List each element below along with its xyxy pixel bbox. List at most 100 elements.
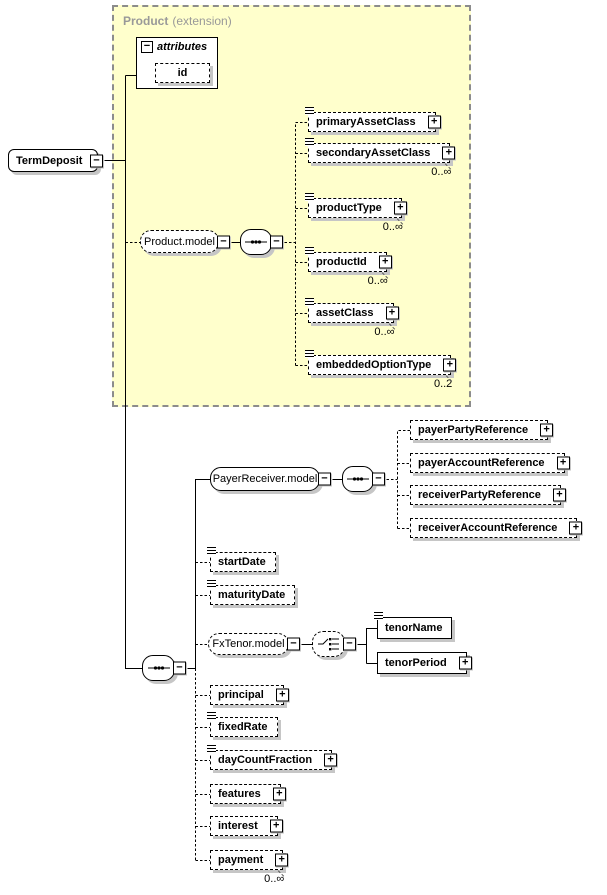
- model-group-label: PayerReceiver.model: [212, 473, 318, 485]
- element-maturitydate[interactable]: maturityDate: [207, 580, 296, 605]
- sequence-icon: [245, 240, 267, 244]
- element-label: tenorName: [385, 622, 443, 634]
- choice-compositor[interactable]: −: [312, 631, 356, 657]
- collapse-icon[interactable]: −: [173, 661, 186, 675]
- simple-content-icon: [207, 547, 216, 555]
- sequence-compositor[interactable]: −: [142, 655, 186, 681]
- element-payeraccountreference[interactable]: payerAccountReference +: [410, 453, 570, 473]
- choice-icon: [317, 638, 339, 651]
- element-assetclass[interactable]: assetClass + 0..∞: [305, 298, 399, 338]
- simple-content-icon: [305, 107, 314, 115]
- element-features[interactable]: features +: [210, 784, 286, 804]
- extension-title-name: Product: [123, 14, 169, 28]
- element-receiveraccountreference[interactable]: receiverAccountReference +: [410, 518, 583, 538]
- element-label: productType: [316, 202, 382, 214]
- element-label: productId: [316, 256, 367, 268]
- simple-content-icon: [207, 712, 216, 720]
- attributes-label: attributes: [157, 41, 208, 53]
- element-label: receiverAccountReference: [418, 522, 558, 534]
- element-principal[interactable]: principal +: [210, 685, 289, 705]
- element-daycountfraction[interactable]: dayCountFraction +: [207, 745, 338, 770]
- occurrence-label: 0..∞: [431, 166, 452, 178]
- element-producttype[interactable]: productType + 0..∞: [305, 193, 407, 233]
- attributes-box[interactable]: − attributes id: [136, 37, 218, 89]
- element-embeddedoptiontype[interactable]: embeddedOptionType + 0..2: [305, 350, 457, 390]
- element-label: payerPartyReference: [418, 424, 529, 436]
- element-productid[interactable]: productId + 0..∞: [305, 247, 392, 287]
- expand-icon[interactable]: +: [272, 787, 286, 801]
- expand-icon[interactable]: +: [385, 306, 399, 320]
- element-label: features: [218, 788, 261, 800]
- element-fixedrate[interactable]: fixedRate: [207, 712, 278, 737]
- element-label: fixedRate: [218, 721, 268, 733]
- sequence-icon: [147, 666, 170, 670]
- occurrence-label: 0..2: [433, 378, 453, 390]
- element-receiverpartyreference[interactable]: receiverPartyReference +: [410, 485, 566, 505]
- element-label: tenorPeriod: [385, 657, 447, 669]
- expand-icon[interactable]: +: [275, 853, 289, 867]
- model-group-payerreceiver-model[interactable]: PayerReceiver.model −: [210, 467, 331, 491]
- occurrence-label: 0..∞: [264, 873, 285, 885]
- expand-icon[interactable]: +: [569, 521, 583, 535]
- collapse-icon[interactable]: −: [343, 637, 356, 651]
- collapse-icon[interactable]: −: [270, 235, 283, 249]
- expand-icon[interactable]: +: [442, 146, 456, 160]
- occurrence-label: 0..∞: [382, 221, 403, 233]
- element-label: secondaryAssetClass: [316, 147, 431, 159]
- expand-icon[interactable]: +: [269, 819, 283, 833]
- collapse-icon[interactable]: −: [217, 235, 230, 248]
- model-group-product-model[interactable]: Product.model −: [140, 230, 230, 253]
- occurrence-label: 0..∞: [367, 275, 388, 287]
- element-secondaryassetclass[interactable]: secondaryAssetClass + 0..∞: [305, 138, 456, 178]
- element-label: interest: [218, 820, 258, 832]
- element-payerpartyreference[interactable]: payerPartyReference +: [410, 420, 554, 440]
- attribute-id[interactable]: id: [155, 63, 210, 83]
- expand-icon[interactable]: +: [324, 753, 338, 767]
- model-group-label: Product.model: [144, 235, 215, 248]
- element-label: startDate: [218, 556, 266, 568]
- sequence-icon: [347, 477, 369, 481]
- element-startdate[interactable]: startDate: [207, 547, 276, 572]
- model-group-fxtenor-model[interactable]: FxTenor.model −: [208, 633, 300, 655]
- element-label: assetClass: [316, 307, 374, 319]
- expand-icon[interactable]: +: [552, 488, 566, 502]
- sequence-compositor[interactable]: −: [240, 229, 283, 255]
- model-group-label: FxTenor.model: [212, 638, 285, 650]
- extension-title: Product(extension): [123, 14, 232, 28]
- attribute-label: id: [177, 67, 188, 79]
- expand-icon[interactable]: +: [540, 423, 554, 437]
- simple-content-icon: [305, 298, 314, 306]
- element-label: payerAccountReference: [418, 457, 545, 469]
- element-label: principal: [218, 689, 264, 701]
- sequence-compositor[interactable]: −: [342, 466, 385, 492]
- expand-icon[interactable]: +: [458, 656, 472, 670]
- attributes-header: − attributes: [137, 38, 217, 53]
- element-tenorname[interactable]: tenorName: [374, 612, 453, 639]
- simple-content-icon: [207, 745, 216, 753]
- element-label: TermDeposit: [16, 154, 83, 167]
- expand-icon[interactable]: +: [443, 358, 457, 372]
- expand-icon[interactable]: +: [378, 255, 392, 269]
- element-label: receiverPartyReference: [418, 489, 541, 501]
- element-label: embeddedOptionType: [316, 359, 432, 371]
- collapse-icon[interactable]: −: [141, 41, 153, 53]
- simple-content-icon: [305, 247, 314, 255]
- element-termdeposit[interactable]: TermDeposit −: [8, 149, 103, 172]
- expand-icon[interactable]: +: [556, 456, 570, 470]
- element-payment[interactable]: payment + 0..∞: [210, 850, 289, 885]
- simple-content-icon: [207, 580, 216, 588]
- element-tenorperiod[interactable]: tenorPeriod +: [377, 652, 472, 674]
- simple-content-icon: [305, 138, 314, 146]
- element-label: maturityDate: [218, 589, 286, 601]
- collapse-icon[interactable]: −: [318, 472, 331, 486]
- collapse-icon[interactable]: −: [372, 472, 385, 486]
- expand-icon[interactable]: +: [275, 688, 289, 702]
- collapse-icon[interactable]: −: [287, 637, 300, 651]
- element-primaryassetclass[interactable]: primaryAssetClass +: [305, 107, 441, 132]
- expand-icon[interactable]: +: [393, 201, 407, 215]
- collapse-icon[interactable]: −: [90, 154, 103, 167]
- element-label: payment: [218, 854, 264, 866]
- element-interest[interactable]: interest +: [210, 816, 283, 836]
- expand-icon[interactable]: +: [427, 115, 441, 129]
